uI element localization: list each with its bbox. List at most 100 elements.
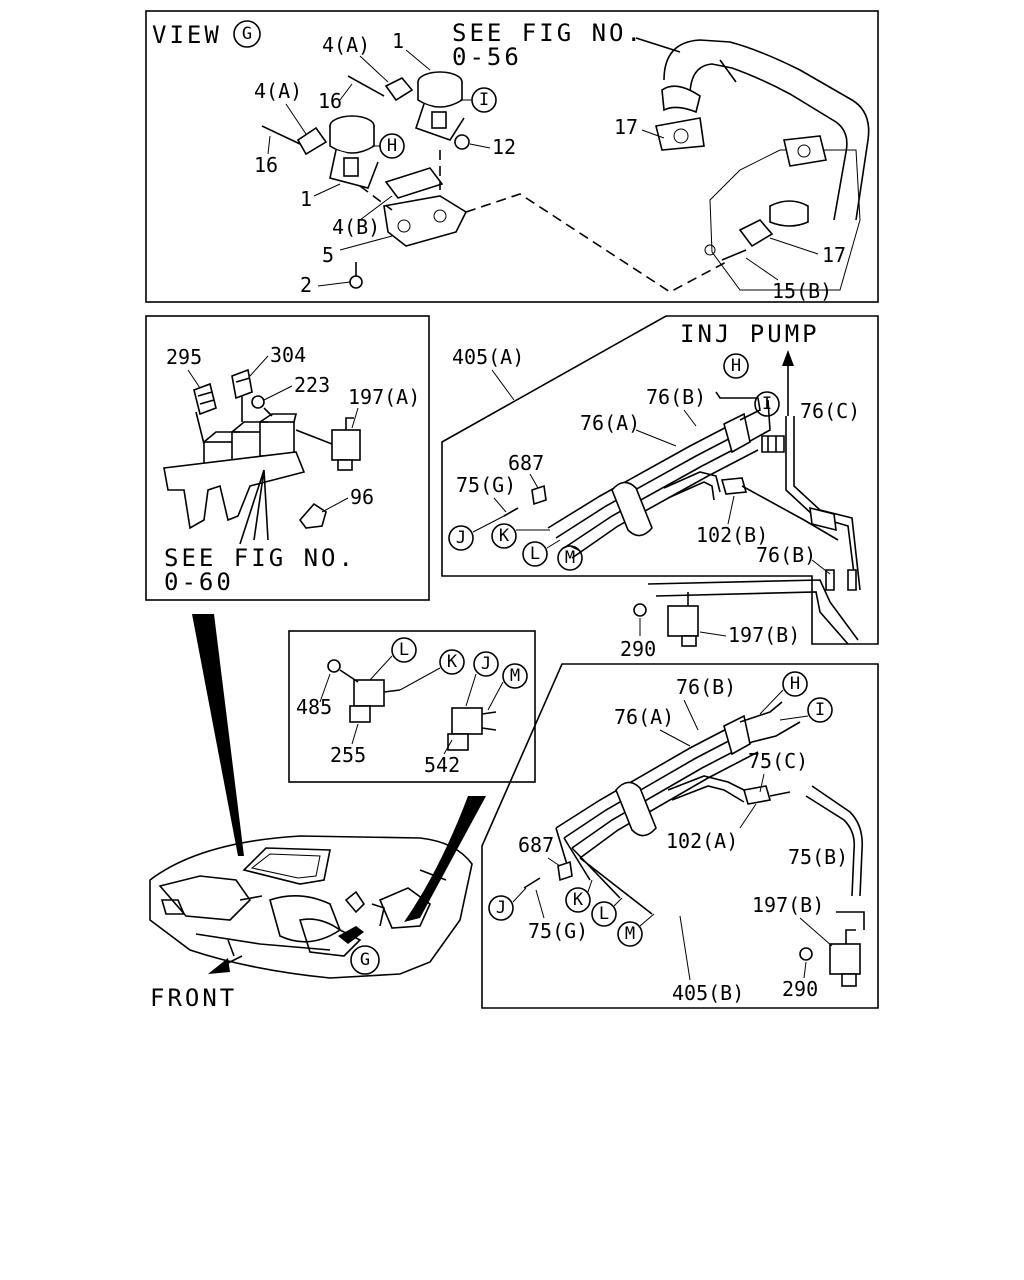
vsv-197b-a [667,592,699,647]
front-arrow [208,955,243,974]
label-687-b: 687 [518,833,554,857]
circle-h: H [387,136,397,156]
label-76a: 76(A) [580,411,640,435]
plug-75g-b [523,877,541,889]
hose-bundle-a [547,391,839,559]
egr-valve-upper [414,71,465,141]
stud-16-upper [347,75,385,97]
bolt-223 [251,395,265,409]
connector-687-b [557,860,573,882]
panel-relay-bracket: 295 304 223 197(A) 96 SEE FIG NO. 0-60 [145,315,430,601]
gasket-4a-upper [384,77,414,102]
label-17-right: 17 [822,243,846,267]
label-75g-b: 75(G) [528,919,588,943]
gasket-4a-lower [296,126,328,156]
circle-l-vsv: L [399,640,409,660]
adapter-5 [383,195,468,247]
bracket [163,451,306,530]
cylinder-head-outline [709,149,861,291]
label-75b: 75(B) [788,845,848,869]
vsv-542 [447,707,497,751]
circle-i-a: I [762,394,772,414]
label-76b-b: 76(B) [676,675,736,699]
circle-h-a: H [731,356,741,376]
label-405b: 405(B) [672,981,744,1005]
see-fig-line2: 0-56 [452,43,522,71]
nut-12 [454,134,470,150]
circle-l-b: L [599,904,609,924]
circle-k-a: K [499,526,510,546]
label-75g-a: 75(G) [456,473,516,497]
label-295: 295 [166,345,202,369]
pipe-75b [805,785,864,897]
circle-i-b: I [815,700,825,720]
circle-j-a: J [456,528,466,548]
label-76a-b: 76(A) [614,705,674,729]
circle-h-b: H [790,674,800,694]
circle-m-a: M [565,548,575,568]
see-fig-line1: SEE FIG NO. [452,19,644,47]
circle-k-b: K [573,890,584,910]
label-17-top: 17 [614,115,638,139]
see-fig-060-line2: 0-60 [164,568,234,596]
circle-m-vsv: M [510,666,520,686]
circle-j-vsv: J [481,654,491,674]
view-title: VIEW [152,21,222,49]
panel-hoses-a: INJ PUMP [441,315,879,661]
inj-pump-heading: INJ PUMP [680,320,820,348]
flange-17-lower [738,219,774,248]
label-290-a: 290 [620,637,656,661]
clip-76c [761,435,785,453]
label-4b: 4(B) [332,215,380,239]
bolt-290-a [633,603,647,617]
vsv-197a [295,417,361,471]
label-75c: 75(C) [748,749,808,773]
label-290-b: 290 [782,977,818,1001]
pointer-wedge-right [404,796,486,922]
label-76b-bottom: 76(B) [756,543,816,567]
label-197a: 197(A) [348,385,420,409]
view-circle-g-bay: G [360,950,370,970]
stud-16-lower [261,125,301,145]
label-405a: 405(A) [452,345,524,369]
label-102a: 102(A) [666,829,738,853]
exhaust-pipe [655,39,870,221]
panel-vsv: L K J M 485 255 542 [288,630,536,783]
vsv-197b-b [829,911,865,987]
label-1-top: 1 [392,29,404,53]
clip-295 [193,382,217,416]
label-2: 2 [300,273,312,297]
view-circle-g: G [242,24,252,44]
panel-view-g: VIEW G SEE FIG NO. 0-56 [145,10,879,303]
circle-k-vsv: K [447,652,458,672]
stud-15b [721,249,747,261]
connector-687 [531,484,547,506]
bolt-485 [327,659,341,673]
label-15b: 15(B) [772,279,832,303]
label-1-left: 1 [300,187,312,211]
egr-valve-lower [329,115,379,189]
label-76c: 76(C) [800,399,860,423]
plug-75g [503,507,519,517]
bolt-290-b [799,947,813,961]
label-12: 12 [492,135,516,159]
label-255: 255 [330,743,366,767]
label-687-a: 687 [508,451,544,475]
circle-i: I [479,90,489,110]
label-304: 304 [270,343,306,367]
front-label: FRONT [150,984,237,1012]
label-197b-a: 197(B) [728,623,800,647]
circle-m-b: M [625,924,635,944]
label-542: 542 [424,753,460,777]
panel-hoses-b: 76(B) H I 76(A) 75(C) 687 102(A) 75(B) J… [481,663,879,1009]
see-fig-060-line1: SEE FIG NO. [164,544,356,572]
label-485: 485 [296,695,332,719]
label-16-top: 16 [318,89,342,113]
gasket-4b [384,167,444,199]
circle-j-b: J [496,898,506,918]
label-16-left: 16 [254,153,278,177]
label-5: 5 [322,243,334,267]
engine-bay-overview: G FRONT [149,614,486,1012]
label-4a-left: 4(A) [254,79,302,103]
